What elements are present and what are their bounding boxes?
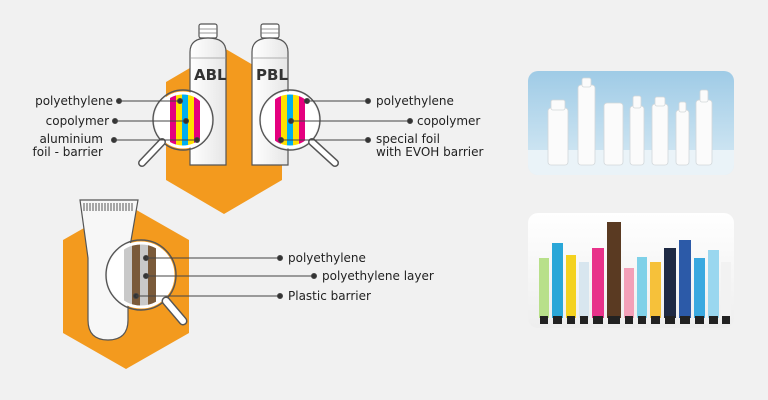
- pbl-label-polyethylene: polyethylene: [376, 94, 454, 108]
- tube-label-polyethylene: polyethylene: [288, 251, 366, 265]
- bottles-photo: [528, 71, 734, 175]
- tube-leader-lines: [133, 255, 317, 299]
- pbl-label-copolymer: copolymer: [417, 114, 481, 128]
- pbl-magnifier-icon: [259, 89, 339, 167]
- abl-label-aluminium: aluminium: [39, 132, 103, 146]
- pbl-leader-lines: [278, 98, 413, 143]
- pbl-title: PBL: [256, 66, 288, 84]
- pbl-label-special-foil: special foil: [376, 132, 440, 146]
- abl-title: ABL: [194, 66, 227, 84]
- tube-magnifier-icon: [105, 239, 188, 326]
- abl-magnifier-icon: [138, 89, 214, 167]
- abl-label-foil-barrier: foil - barrier: [32, 145, 103, 159]
- tube-label-plastic-barrier: Plastic barrier: [288, 289, 371, 303]
- tubes-photo: [528, 213, 734, 328]
- abl-label-copolymer: copolymer: [45, 114, 109, 128]
- tube-label-polyethylene-layer: polyethylene layer: [322, 269, 434, 283]
- abl-leader-lines: [111, 98, 200, 143]
- abl-label-polyethylene: polyethylene: [35, 94, 113, 108]
- pbl-label-evoh-barrier: with EVOH barrier: [376, 145, 484, 159]
